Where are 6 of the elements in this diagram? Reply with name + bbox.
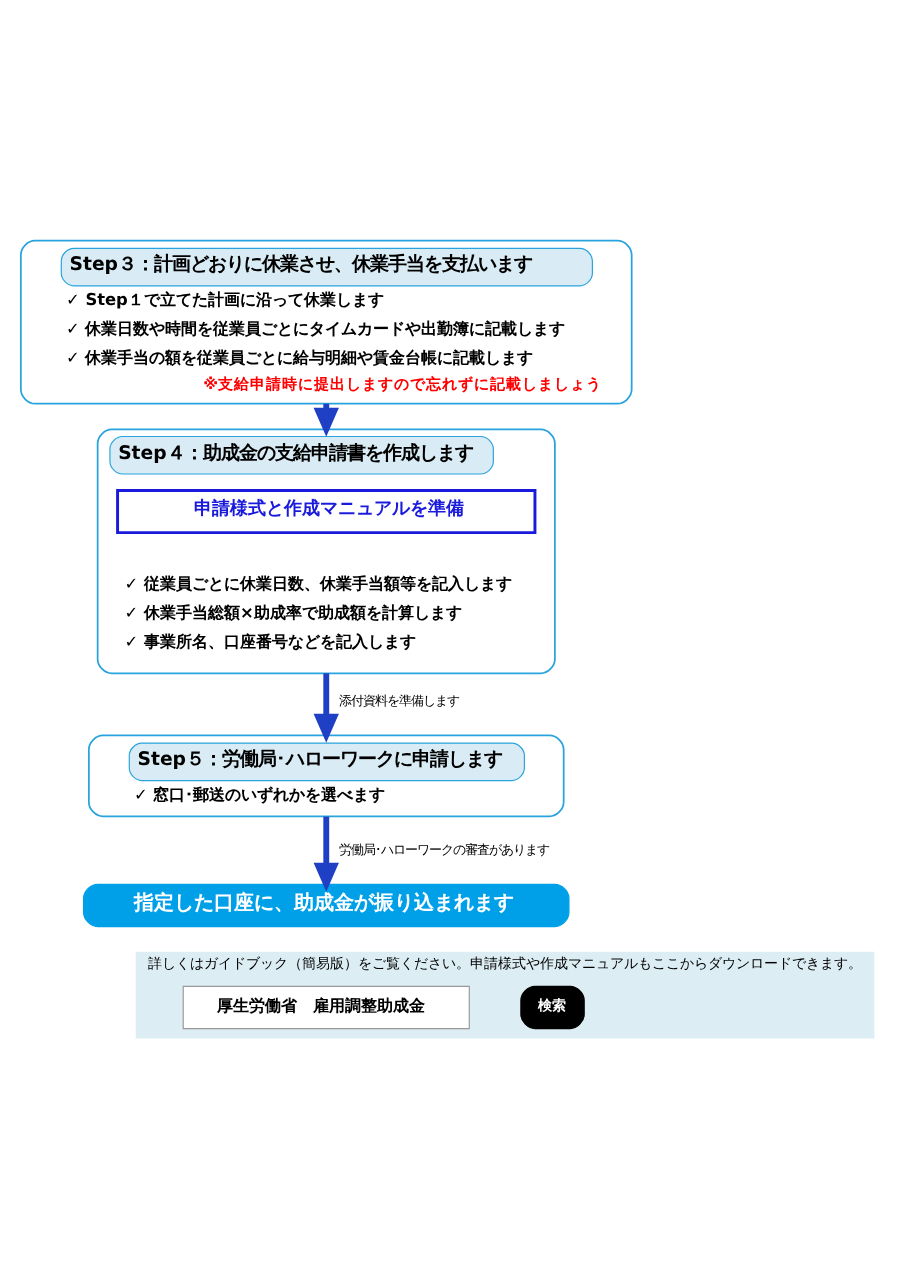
arrow — [313, 672, 339, 742]
node-box: 申請様式と作成マニュアルを準備 — [116, 487, 537, 534]
node-box: 指定した口座に、助成金が振り込まれます — [83, 882, 570, 927]
node-box: Step５：労働局･ハローワークに申請します ✓ 窓口･郵送のいずれかを選べます — [87, 733, 565, 817]
arrow — [313, 815, 339, 891]
node-box: 厚生労働省 雇用調整助成金 — [182, 984, 470, 1029]
